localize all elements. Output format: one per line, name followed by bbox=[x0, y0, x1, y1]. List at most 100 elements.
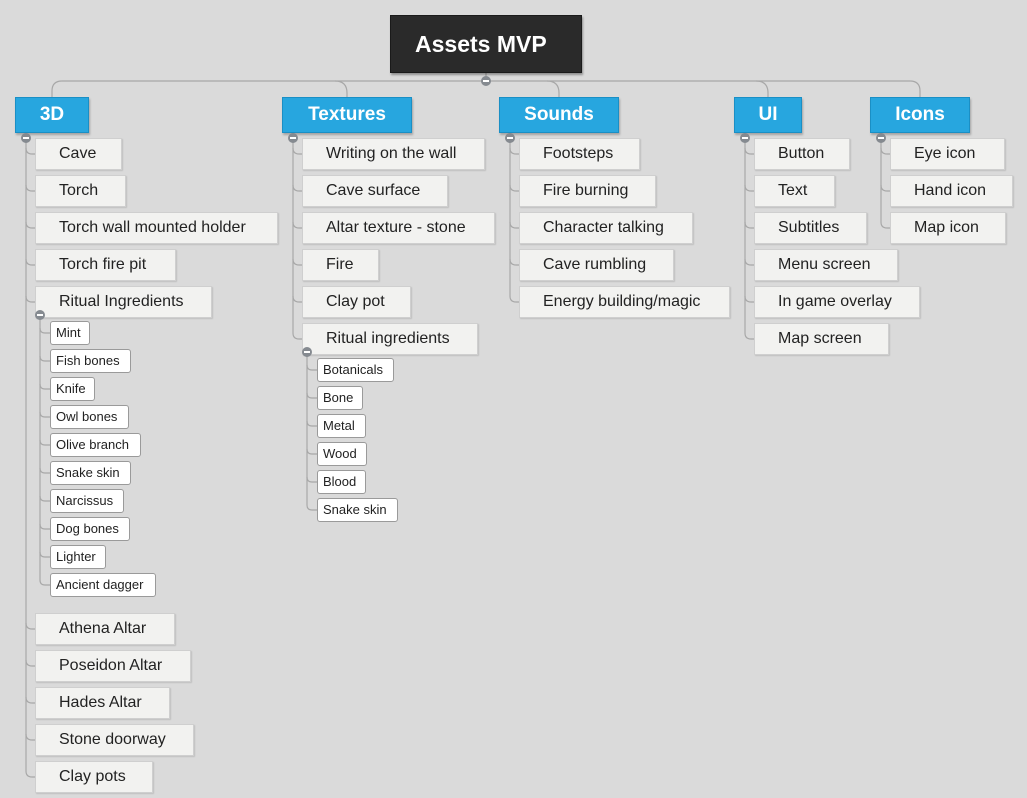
item-connector bbox=[744, 147, 754, 155]
topic-item[interactable]: Clay pots bbox=[35, 761, 153, 793]
category-collapse-toggle-4[interactable] bbox=[876, 133, 886, 143]
subtopic-collapse-toggle[interactable] bbox=[302, 347, 312, 357]
topic-item[interactable]: Hand icon bbox=[890, 175, 1013, 207]
subitem-connector bbox=[39, 523, 50, 530]
subtopic-item[interactable]: Mint bbox=[50, 321, 90, 345]
item-connector bbox=[880, 147, 890, 155]
category-1[interactable]: Textures bbox=[282, 97, 412, 133]
item-connector bbox=[509, 184, 519, 192]
topic-item[interactable]: Energy building/magic bbox=[519, 286, 730, 318]
topic-item[interactable]: Altar texture - stone bbox=[302, 212, 495, 244]
topic-item[interactable]: Stone doorway bbox=[35, 724, 194, 756]
topic-item[interactable]: Text bbox=[754, 175, 835, 207]
item-connector bbox=[25, 184, 35, 192]
subtopic-item[interactable]: Snake skin bbox=[50, 461, 131, 485]
topic-item[interactable]: Cave rumbling bbox=[519, 249, 674, 281]
topic-item[interactable]: Ritual Ingredients bbox=[35, 286, 212, 318]
subitem-connector bbox=[39, 579, 50, 586]
item-connector bbox=[509, 295, 519, 303]
topic-item[interactable]: Map screen bbox=[754, 323, 889, 355]
category-link-1 bbox=[334, 80, 348, 97]
subtopic-item[interactable]: Knife bbox=[50, 377, 95, 401]
subtopic-item[interactable]: Narcissus bbox=[50, 489, 124, 513]
root-topic[interactable]: Assets MVP bbox=[390, 15, 582, 73]
topic-item[interactable]: Button bbox=[754, 138, 850, 170]
item-connector bbox=[744, 221, 754, 229]
category-4[interactable]: Icons bbox=[870, 97, 970, 133]
topic-item[interactable]: Writing on the wall bbox=[302, 138, 485, 170]
item-connector bbox=[25, 295, 35, 303]
topic-item[interactable]: Cave surface bbox=[302, 175, 448, 207]
item-connector bbox=[744, 258, 754, 266]
topic-item[interactable]: Fire burning bbox=[519, 175, 656, 207]
topic-item[interactable]: Hades Altar bbox=[35, 687, 170, 719]
subtopic-item[interactable]: Wood bbox=[317, 442, 367, 466]
subitem-connector bbox=[39, 467, 50, 474]
topic-item[interactable]: Eye icon bbox=[890, 138, 1005, 170]
topic-item[interactable]: In game overlay bbox=[754, 286, 920, 318]
category-collapse-toggle-2[interactable] bbox=[505, 133, 515, 143]
subtopic-item[interactable]: Olive branch bbox=[50, 433, 141, 457]
subtopic-collapse-toggle[interactable] bbox=[35, 310, 45, 320]
topic-item[interactable]: Cave bbox=[35, 138, 122, 170]
item-connector bbox=[744, 332, 754, 340]
subtopic-item[interactable]: Lighter bbox=[50, 545, 106, 569]
subtopic-item[interactable]: Ancient dagger bbox=[50, 573, 156, 597]
category-collapse-toggle-3[interactable] bbox=[740, 133, 750, 143]
item-connector bbox=[880, 184, 890, 192]
subitem-connector bbox=[39, 383, 50, 390]
root-collapse-toggle[interactable] bbox=[481, 76, 491, 86]
subtopic-item[interactable]: Botanicals bbox=[317, 358, 394, 382]
subtopic-item[interactable]: Owl bones bbox=[50, 405, 129, 429]
topic-item[interactable]: Map icon bbox=[890, 212, 1006, 244]
item-connector bbox=[509, 147, 519, 155]
subtopic-item[interactable]: Blood bbox=[317, 470, 366, 494]
topic-item[interactable]: Ritual ingredients bbox=[302, 323, 478, 355]
subtopic-item[interactable]: Dog bones bbox=[50, 517, 130, 541]
item-connector bbox=[25, 696, 35, 704]
subitem-connector bbox=[306, 392, 317, 399]
item-connector bbox=[25, 659, 35, 667]
topic-item[interactable]: Subtitles bbox=[754, 212, 867, 244]
item-connector bbox=[25, 770, 35, 778]
item-connector bbox=[292, 332, 302, 340]
subitem-connector bbox=[306, 420, 317, 427]
topic-item[interactable]: Torch bbox=[35, 175, 126, 207]
subitem-connector bbox=[306, 364, 317, 371]
topic-item[interactable]: Poseidon Altar bbox=[35, 650, 191, 682]
subtopic-item[interactable]: Metal bbox=[317, 414, 366, 438]
topic-item[interactable]: Torch wall mounted holder bbox=[35, 212, 278, 244]
item-connector bbox=[292, 221, 302, 229]
category-0[interactable]: 3D bbox=[15, 97, 89, 133]
subtopic-item[interactable]: Bone bbox=[317, 386, 363, 410]
topic-item[interactable]: Clay pot bbox=[302, 286, 411, 318]
topic-item[interactable]: Athena Altar bbox=[35, 613, 175, 645]
subitem-connector bbox=[306, 504, 317, 511]
category-2[interactable]: Sounds bbox=[499, 97, 619, 133]
subitem-connector bbox=[39, 551, 50, 558]
subtopic-item[interactable]: Snake skin bbox=[317, 498, 398, 522]
category-collapse-toggle-0[interactable] bbox=[21, 133, 31, 143]
topic-item[interactable]: Character talking bbox=[519, 212, 693, 244]
item-connector bbox=[509, 258, 519, 266]
item-connector bbox=[25, 258, 35, 266]
item-connector bbox=[25, 733, 35, 741]
item-connector bbox=[25, 147, 35, 155]
item-connector bbox=[744, 184, 754, 192]
topic-item[interactable]: Torch fire pit bbox=[35, 249, 176, 281]
category-3[interactable]: UI bbox=[734, 97, 802, 133]
subitem-connector bbox=[306, 448, 317, 455]
item-connector bbox=[880, 221, 890, 229]
item-connector bbox=[292, 295, 302, 303]
topic-item[interactable]: Fire bbox=[302, 249, 379, 281]
subitem-connector bbox=[39, 355, 50, 362]
item-connector bbox=[292, 184, 302, 192]
subtopic-item[interactable]: Fish bones bbox=[50, 349, 131, 373]
topic-item[interactable]: Footsteps bbox=[519, 138, 640, 170]
topic-item[interactable]: Menu screen bbox=[754, 249, 898, 281]
item-connector bbox=[292, 147, 302, 155]
subitem-connector bbox=[306, 476, 317, 483]
category-collapse-toggle-1[interactable] bbox=[288, 133, 298, 143]
